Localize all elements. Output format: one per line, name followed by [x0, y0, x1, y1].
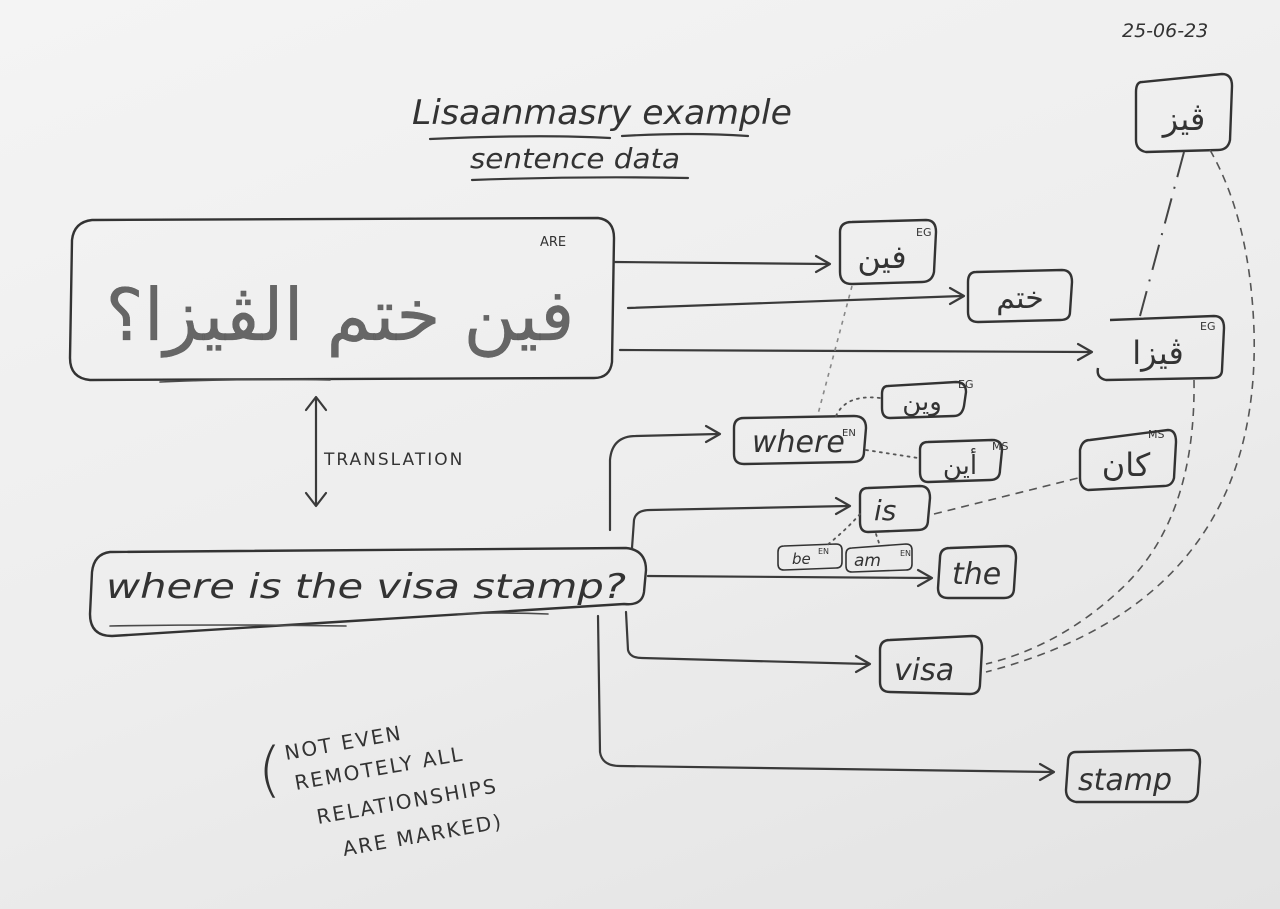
related-ayna-text: أين [943, 447, 977, 481]
related-ayna-tag: MS [992, 440, 1008, 453]
related-kaana-text: كان [1102, 446, 1151, 484]
arabic-sentence-box: فين ختم الڤيزا؟ ARE [68, 216, 616, 383]
disclaimer-note: ( NOT EVEN REMOTELY ALL RELATIONSHIPS AR… [258, 721, 505, 861]
related-wein-tag: EG [958, 378, 973, 391]
word-viza-text: ڤيزا [1132, 334, 1184, 372]
word-stamp-text: stamp [1078, 763, 1172, 798]
title-line-2: sentence data [470, 142, 680, 175]
arabic-word-arrows [612, 254, 1094, 362]
word-box-where: where EN [732, 414, 868, 466]
word-box-the: the [936, 544, 1018, 600]
word-box-stamp: stamp [1064, 748, 1202, 804]
related-am-text: am [854, 551, 881, 571]
related-ayna: أين MS [918, 438, 1008, 484]
root-viz-text: ڤيز [1161, 100, 1206, 138]
related-be-tag: EN [818, 547, 829, 556]
arabic-sentence-tag: ARE [540, 235, 566, 250]
related-am-tag: EN [900, 549, 911, 558]
word-where-tag: EN [842, 428, 856, 439]
english-sentence-box: where is the visa stamp? [88, 546, 648, 638]
relationship-lines [817, 149, 1255, 673]
translation-label: TRANSLATION [323, 450, 464, 470]
translation-link: TRANSLATION [304, 395, 464, 508]
related-wein: وين EG [880, 378, 973, 420]
related-be-text: be [792, 550, 811, 568]
related-am: am EN [845, 543, 913, 573]
arabic-sentence-text: فين ختم الڤيزا؟ [106, 273, 575, 358]
word-viza-tag: EG [1200, 320, 1215, 333]
english-word-arrows [596, 424, 1056, 782]
word-box-khatm: ختم [966, 268, 1074, 324]
root-box-viz: ڤيز [1134, 72, 1234, 317]
related-wein-text: وين [902, 387, 942, 417]
related-kaana-tag: MS [1148, 428, 1164, 441]
english-sentence-text: where is the visa stamp? [106, 567, 626, 607]
word-box-is: is [858, 484, 932, 534]
title-line-1: Lisaanmasry example [412, 93, 792, 133]
word-fein-text: فين [857, 238, 906, 276]
word-where-text: where [752, 425, 845, 460]
word-fein-tag: EG [916, 226, 931, 239]
word-visa-text: visa [894, 653, 954, 688]
word-the-text: the [952, 557, 1001, 592]
note-paren: ( [258, 735, 283, 805]
word-khatm-text: ختم [996, 281, 1044, 316]
related-be: be EN [777, 543, 843, 571]
word-is-text: is [874, 494, 896, 527]
word-box-fein: فين EG [838, 218, 938, 286]
word-box-visa: visa [878, 634, 984, 696]
word-box-viza: ڤيزا EG [1096, 314, 1226, 382]
title-block: Lisaanmasry example sentence data [412, 93, 792, 182]
date-label: 25-06-23 [1122, 20, 1208, 42]
related-kaana: كان MS [1078, 428, 1178, 492]
